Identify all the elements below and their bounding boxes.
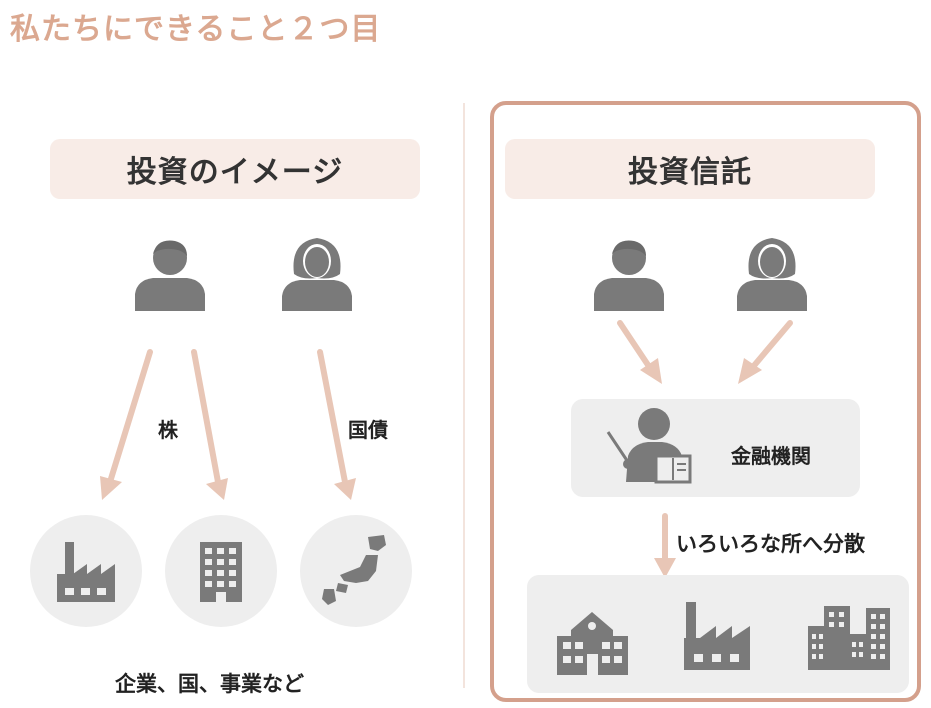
- arrow-label-stock: 株: [158, 418, 178, 442]
- left-caption: 企業、国、事業など: [115, 672, 304, 696]
- city-buildings-icon: [808, 604, 890, 670]
- right-panel-header-text: 投資信託: [628, 155, 752, 190]
- building-icon: [200, 542, 242, 602]
- left-panel-header-text: 投資のイメージ: [126, 155, 344, 190]
- business-circle: [300, 515, 412, 627]
- japan-map-icon: [322, 535, 386, 605]
- teacher-icon: [604, 404, 694, 486]
- factory-icon: [57, 542, 115, 602]
- distribute-label: いろいろな所へ分散: [676, 532, 865, 556]
- investment-trust-frame: [490, 101, 921, 702]
- arrow-label-bond: 国債: [348, 418, 388, 442]
- panel-divider: [463, 103, 465, 688]
- company-circle: [30, 515, 142, 627]
- female-person-icon: [282, 234, 352, 311]
- institution-label: 金融機関: [731, 444, 811, 468]
- school-icon: [555, 610, 630, 675]
- male-person-icon: [594, 236, 664, 311]
- government-circle: [165, 515, 277, 627]
- page-title: 私たちにできること２つ目: [10, 12, 382, 47]
- factory-icon: [682, 600, 752, 672]
- right-panel-header: 投資信託: [505, 139, 875, 199]
- male-person-icon: [135, 236, 205, 311]
- left-panel-header: 投資のイメージ: [50, 139, 420, 199]
- female-person-icon: [737, 234, 807, 311]
